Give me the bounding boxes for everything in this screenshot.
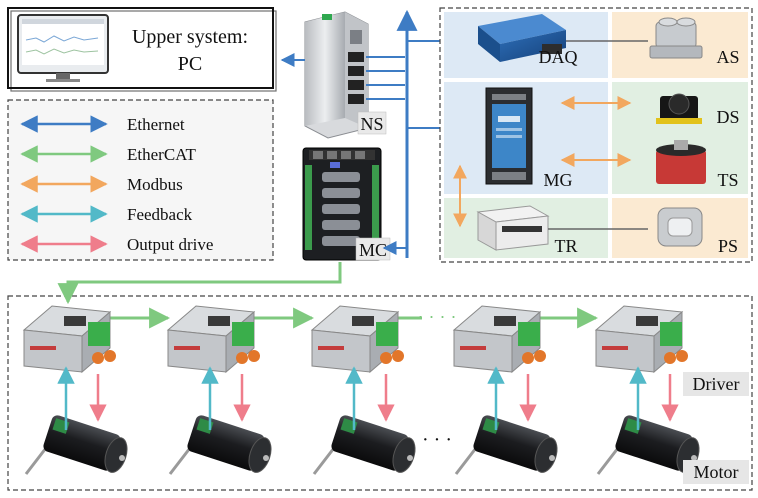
motor-label: Motor (694, 462, 739, 482)
drive-units (22, 305, 700, 475)
legend-item: Output drive (20, 235, 213, 254)
servo-driver (594, 305, 688, 374)
drive-unit (166, 305, 272, 475)
servo-driver (452, 305, 546, 374)
as-sensor: AS (649, 17, 740, 67)
drive-unit (594, 305, 700, 475)
ns-label: NS (360, 114, 383, 134)
servo-driver (22, 305, 116, 374)
mc-label: MC (359, 240, 387, 260)
servo-driver (166, 305, 260, 374)
ps-label: PS (718, 236, 738, 256)
mg-label: MG (543, 170, 572, 190)
drive-unit (310, 305, 416, 475)
switch-ports (348, 30, 364, 104)
motor-continuation-dots: · · · (422, 429, 452, 451)
ts-sensor: TS (656, 140, 739, 190)
tr-transmitter: TR (476, 205, 578, 256)
upper-system-box: Upper system: PC (7, 7, 277, 92)
servo-driver (310, 305, 404, 374)
legend-item: Modbus (20, 175, 183, 194)
ds-sensor: DS (656, 93, 740, 127)
drive-unit (452, 305, 558, 475)
network-switch: NS (304, 11, 387, 139)
daq-label: DAQ (539, 47, 578, 67)
drive-unit (22, 305, 128, 475)
ts-label: TS (717, 170, 738, 190)
servo-motor (454, 415, 558, 475)
legend-label: Ethernet (127, 115, 185, 134)
servo-motor (24, 415, 128, 475)
upper-system-title: Upper system: (132, 26, 248, 48)
upper-system-pc-label: PC (178, 53, 202, 75)
driver-label: Driver (693, 374, 740, 394)
legend-label: Feedback (127, 205, 193, 224)
ds-label: DS (716, 107, 739, 127)
tr-label: TR (554, 236, 577, 256)
servo-motor (168, 415, 272, 475)
legend-item: EtherCAT (20, 145, 197, 164)
motion-controller: MC (302, 147, 391, 261)
ethercat-continuation-dots: · · · · (418, 306, 457, 326)
mg-gateway: MG (485, 87, 573, 190)
legend-item: Feedback (20, 205, 193, 224)
legend-label: Output drive (127, 235, 213, 254)
ps-sensor: PS (657, 207, 738, 256)
daq-device: DAQ (478, 14, 578, 67)
legend-label: EtherCAT (127, 145, 197, 164)
row-labels: Driver Motor (683, 372, 749, 484)
as-label: AS (716, 47, 739, 67)
legend-label: Modbus (127, 175, 183, 194)
ethercat-link: · · · · (57, 262, 599, 329)
legend-item: Ethernet (20, 115, 185, 134)
sensor-panel: DAQ AS MG DS (439, 7, 753, 263)
monitor-icon (17, 14, 109, 82)
